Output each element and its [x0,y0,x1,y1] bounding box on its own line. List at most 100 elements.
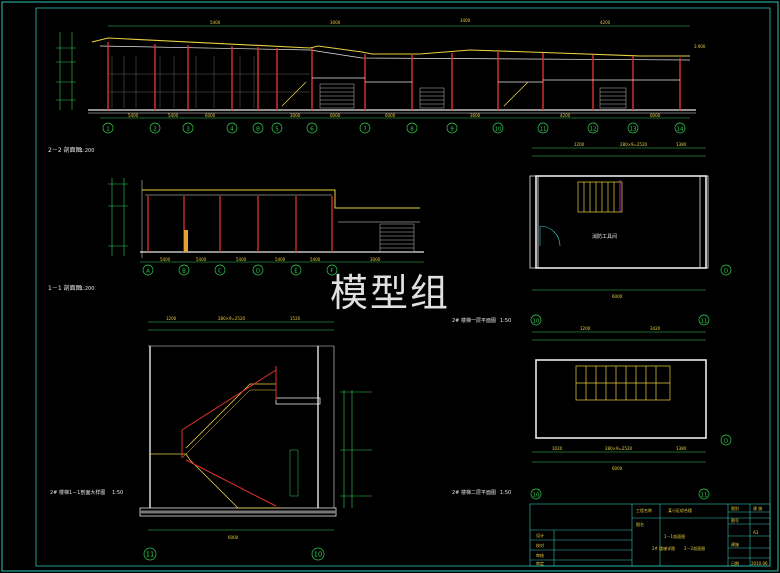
tb-cell-check: 校对 [536,542,544,548]
axis-bubble [406,122,418,134]
axis-label: 12 [590,126,597,132]
tb-drawing-name2: 2# 楼梯详图 [652,545,675,551]
axis-label: 6 [310,126,314,132]
stair-2nd-title: 2# 楼梯二层平面图 [452,489,496,496]
axis-label: D [724,438,728,444]
axis-bubble [537,122,549,134]
stair-1st-total: 6000 [612,294,623,299]
axis-label: 2 [153,126,157,132]
section-1-1-title: 1－1 剖面图 [48,284,82,292]
stair-2nd-dim-b: 3420 [650,326,661,331]
axis-bubble [326,264,338,276]
stair-2nd-scale: 1:50 [500,490,511,496]
axis-bubble [698,488,710,500]
stair-section-scale: 1:50 [112,490,123,496]
axis-bubble [143,547,157,561]
axis-label: B [182,268,186,274]
svg-text:6000: 6000 [650,113,661,118]
stair-2nd-dim-d: 280×9=2520 [605,446,633,451]
stair-2nd-total: 6000 [612,466,623,471]
axis-bubble [102,122,114,134]
axis-bubble [142,264,154,276]
axis-bubble [587,122,599,134]
inner-frame [35,7,771,567]
axis-label: 10 [533,318,540,324]
svg-text:5400: 5400 [168,113,179,118]
tb-drawing-label: 图名 [636,521,644,527]
svg-text:3000: 3000 [290,113,301,118]
axis-bubble [359,122,371,134]
axis-label: D [256,268,260,274]
stair-1st-dim-a: 1200 [574,142,585,147]
axis-bubble [311,547,325,561]
axis-label: C [218,268,222,274]
svg-text:6000: 6000 [205,113,216,118]
axis-bubble [182,122,194,134]
svg-text:6000: 6000 [330,113,341,118]
stair-sec-dim-b: 280×9=2520 [218,316,246,321]
svg-text:5400: 5400 [196,257,207,262]
axis-bubble [446,122,458,134]
tb-cell-review: 审核 [536,552,544,558]
axis-label: 11 [701,318,708,324]
axis-bubble [627,122,639,134]
tb-cell-design: 设计 [536,532,544,538]
section-1-1: 5400 5400 5400 5400 5400 3000 A B C D E F [108,178,424,276]
axis-bubble [271,122,283,134]
section-2-2-scale: 1:200 [80,148,94,154]
section-2-2-title: 2－2 剖面图 [48,146,82,154]
tb-right-value-0: 建 施 [753,505,762,511]
svg-text:5400: 5400 [160,257,171,262]
svg-text:5400: 5400 [236,257,247,262]
section-1-1-scale: 1:200 [80,286,94,292]
axis-label: 1 [106,126,110,132]
axis-bubble [720,434,732,446]
tb-right-label-3: 日期 [731,560,739,566]
axis-label: 7 [363,126,367,132]
svg-text:3400: 3400 [460,18,471,23]
svg-text:5400: 5400 [275,257,286,262]
axis-label: 11 [701,492,708,498]
svg-text:3000: 3000 [370,257,381,262]
stair-2nd-dim-e: 1380 [676,446,687,451]
tb-right-label-2: 建施 [731,541,739,547]
axis-bubble [252,264,264,276]
stair-sec-dim-c: 1520 [290,316,301,321]
stair-2nd-dim-a: 1200 [580,326,591,331]
axis-label: 13 [630,126,637,132]
axis-bubble [720,264,732,276]
tb-cell-approve: 审定 [536,560,544,566]
axis-label: 14 [677,126,684,132]
axis-label: A [146,268,150,274]
axis-label: 8 [410,126,414,132]
axis-bubble [530,488,542,500]
tb-right-value-1: A3 [753,530,759,535]
svg-text:5400: 5400 [310,257,321,262]
axis-label: F [330,268,333,274]
axis-bubble [214,264,226,276]
axis-label: E [294,268,298,274]
svg-text:4200: 4200 [560,113,571,118]
axis-label: 10 [495,126,502,132]
axis-bubble [492,122,504,134]
svg-text:5400: 5400 [128,113,139,118]
svg-text:3.900: 3.900 [694,44,706,49]
stair-1st-title: 2# 楼梯一层平面图 [452,317,496,324]
axis-label: 11 [146,551,154,559]
axis-label: 5 [275,126,279,132]
axis-bubble [306,122,318,134]
stair-section-title: 2# 楼梯1－1剖面大样图 [50,489,105,496]
axis-bubble [530,314,542,326]
svg-text:3000: 3000 [330,20,341,25]
svg-text:6000: 6000 [385,113,396,118]
axis-label: 3 [186,126,190,132]
stair-1st-dim-c: 1380 [676,142,687,147]
stair-sec-total: 6000 [228,535,239,540]
svg-text:3600: 3600 [470,113,481,118]
axis-label: D [724,268,728,274]
